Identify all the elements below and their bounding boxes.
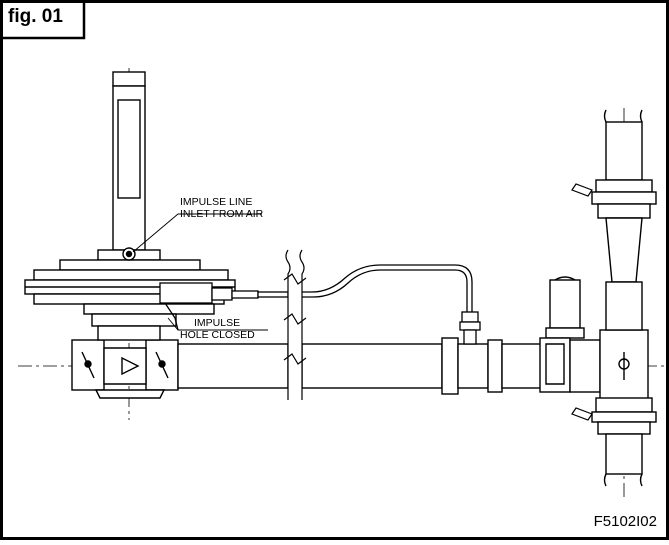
annotation-impulse-hole-2: HOLE CLOSED: [180, 329, 255, 341]
pipe-break: [283, 249, 307, 400]
leader-lines: [132, 213, 268, 331]
main-pipe: [177, 337, 543, 395]
impulse-tube: [302, 264, 481, 345]
regulator-column: [112, 71, 146, 251]
vertical-pipe: [591, 109, 657, 487]
figure-code: F5102I02: [593, 513, 657, 530]
solenoid-valve: [539, 276, 649, 401]
annotation-impulse-line-1: IMPULSE LINE: [180, 196, 252, 208]
title-box: [1, 1, 86, 40]
regulator-body: [71, 325, 179, 399]
annotation-impulse-hole-1: IMPULSE: [194, 317, 240, 329]
annotation-impulse-line-2: INLET FROM AIR: [180, 208, 264, 220]
figure-title: fig. 01: [8, 6, 63, 27]
pressure-nipples: [571, 183, 593, 421]
